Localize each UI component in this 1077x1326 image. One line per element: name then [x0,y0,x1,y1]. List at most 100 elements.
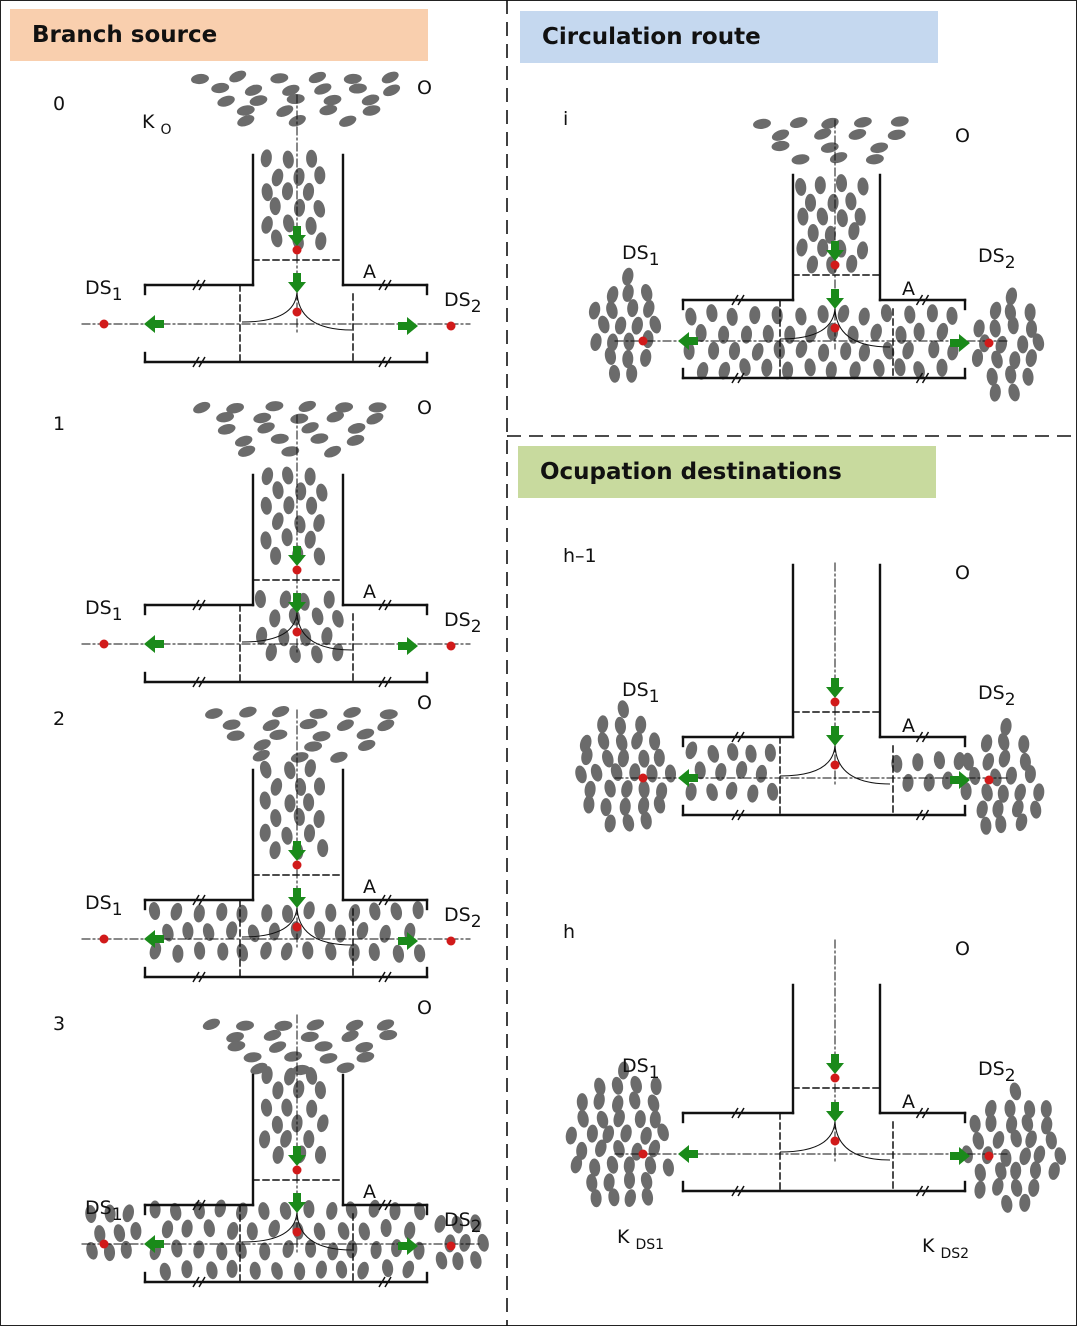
particle [621,780,633,798]
particle [236,105,255,116]
particle [311,645,323,664]
area-label: A [363,876,376,898]
red-dot-icon [292,1165,302,1175]
particle [923,773,935,792]
particle [332,609,344,628]
particle [960,782,972,801]
particle [1005,365,1017,384]
red-dot-icon [292,627,302,637]
particle [376,1019,395,1031]
particle [840,342,852,361]
particle [933,751,945,770]
particle [379,924,391,943]
particle [304,467,316,486]
particle [718,325,730,344]
particle [936,322,949,341]
particle [600,798,612,817]
particle [980,734,993,753]
particle [258,1202,270,1220]
particle [162,923,174,942]
particle [237,445,256,457]
particle [327,1242,339,1261]
particle [282,84,300,96]
particle [295,482,307,501]
particle [314,921,326,940]
particle [913,322,925,341]
particle [271,705,290,718]
particle [1022,367,1034,386]
particle [821,117,839,129]
particle [1025,1130,1037,1149]
particle [584,780,596,799]
particle [1021,1114,1034,1132]
particle [451,1215,464,1234]
particle [653,748,665,767]
particle [820,142,839,153]
particle [343,73,362,84]
particle [827,193,839,212]
particle [356,921,369,940]
ds1-label: DS1 [85,597,123,625]
particle [377,719,395,732]
break-mark [915,1185,930,1197]
particle [279,590,292,609]
green-arrow-icon [826,678,844,698]
particle [412,901,424,920]
particle [122,1204,134,1223]
particle [638,780,650,799]
particle [1018,735,1030,754]
particle [337,1222,350,1240]
break-mark [731,1185,745,1197]
particle [613,1140,625,1158]
particle [335,402,354,413]
particle [973,319,985,338]
particle [149,1200,161,1219]
particle [1005,287,1018,306]
particle [293,1080,305,1099]
particle [1009,351,1021,370]
particle [604,814,616,833]
particle [614,316,627,335]
green-arrow-icon [144,1235,164,1253]
particle [392,944,405,963]
particle [303,793,315,812]
particle [1033,783,1045,802]
particle [361,94,380,106]
particle [330,751,348,763]
particle [306,149,318,168]
particle [623,332,635,351]
particle [293,807,305,826]
particle [980,816,992,835]
particle [739,358,751,376]
red-dot-icon [830,697,840,707]
particle [617,749,629,768]
particle [269,729,288,740]
particle [1011,799,1024,818]
particle [280,1129,292,1148]
particle [761,358,773,377]
particle [597,715,609,734]
green-arrow-icon [826,1054,844,1074]
particle [865,154,884,165]
particle [383,84,401,97]
particle [1000,1148,1012,1167]
particle [310,433,329,444]
stage-label: 3 [53,1013,65,1035]
particle [622,267,634,286]
red-dot-icon [638,1149,648,1159]
particle [594,1077,606,1096]
green-arrow-icon [288,841,306,861]
particle [1000,717,1012,736]
particle [596,1110,609,1129]
particle [982,752,995,771]
particle [170,1202,182,1221]
stage-label: i [563,108,568,130]
particle [1048,1162,1060,1180]
particle [570,1155,583,1174]
particle [953,752,965,770]
particle [243,1052,262,1063]
particle [583,795,595,814]
particle [314,1145,327,1164]
